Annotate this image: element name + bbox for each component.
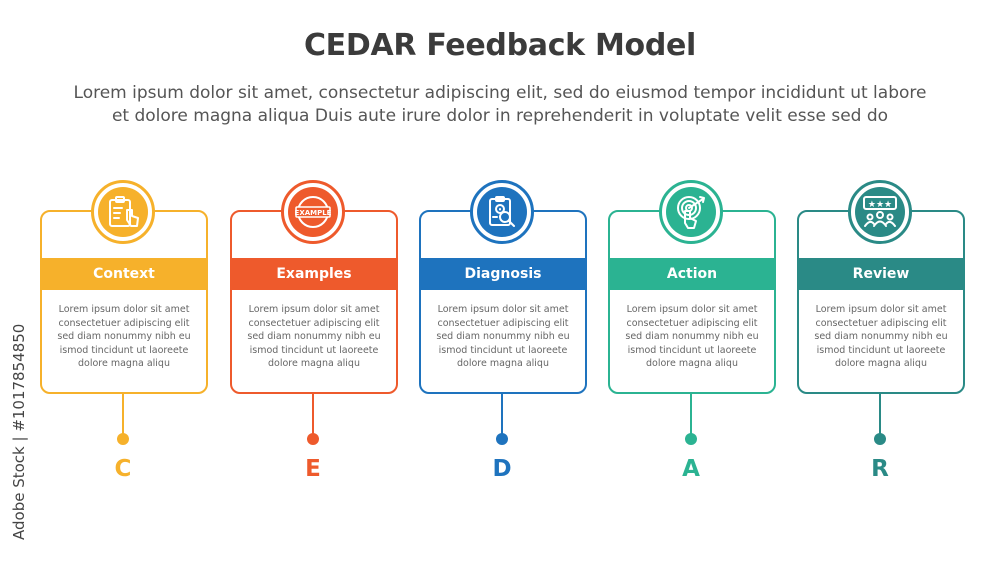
subtitle-line-1: Lorem ipsum dolor sit amet, consectetur … [73, 83, 927, 103]
step-body-line: Lorem ipsum dolor sit amet [626, 304, 758, 315]
step-card: Diagnosis Lorem ipsum dolor sit amet cons… [419, 210, 587, 394]
step-body: Lorem ipsum dolor sit amet consectetuer a… [48, 303, 200, 371]
step-letter: C [114, 456, 132, 482]
step-body-line: consectetuer adipiscing elit [815, 317, 947, 329]
page-title: CEDAR Feedback Model [303, 28, 697, 63]
step-title: Review [852, 266, 910, 282]
step-title: Context [93, 266, 155, 282]
step-body-line: ismod tincidunt ut laoreete [438, 344, 568, 356]
step-title: Action [666, 266, 718, 282]
step-body-line: dolore magna aliqu [835, 358, 927, 369]
connector-dot [496, 433, 508, 445]
step-body-line: dolore magna aliqu [457, 358, 549, 369]
connector-dot [685, 433, 697, 445]
step-icon-badge [470, 180, 534, 244]
step-body-line: sed diam nonummy nibh eu [625, 331, 759, 342]
step-letter: A [682, 456, 700, 482]
step-body-line: consectetuer adipiscing elit [437, 317, 569, 329]
step-title-band: Diagnosis [419, 258, 587, 290]
document-magnifier-icon [477, 187, 527, 237]
connector-dot [307, 433, 319, 445]
step-letter: D [492, 456, 512, 482]
step-body: Lorem ipsum dolor sit amet consectetuer a… [805, 303, 957, 371]
step-body-line: Lorem ipsum dolor sit amet [248, 304, 380, 315]
step-body-line: ismod tincidunt ut laoreete [816, 344, 946, 356]
connector-line [690, 392, 692, 434]
step-context: Context Lorem ipsum dolor sit amet consec… [40, 180, 208, 490]
page-subtitle: Lorem ipsum dolor sit amet, consectetur … [40, 82, 960, 128]
example-stamp-icon: EXAMPLE [288, 187, 338, 237]
step-title: Examples [276, 266, 352, 282]
step-title-band: Review [797, 258, 965, 290]
step-body-line: dolore magna aliqu [646, 358, 738, 369]
step-body-line: sed diam nonummy nibh eu [814, 331, 948, 342]
clipboard-hand-icon [98, 187, 148, 237]
step-body-line: dolore magna aliqu [268, 358, 360, 369]
step-body: Lorem ipsum dolor sit amet consectetuer a… [238, 303, 390, 371]
step-review: Review Lorem ipsum dolor sit amet consect… [797, 180, 965, 490]
step-title-band: Context [40, 258, 208, 290]
step-body-line: dolore magna aliqu [78, 358, 170, 369]
subtitle-line-2: et dolore magna aliqua Duis aute irure d… [111, 106, 889, 126]
step-icon-badge [659, 180, 723, 244]
svg-text:★★★: ★★★ [868, 200, 892, 210]
rating-people-icon: ★★★ [855, 187, 905, 237]
connector-dot [874, 433, 886, 445]
stock-watermark: Adobe Stock | #1017854850 [10, 323, 28, 540]
connector-line [122, 392, 124, 434]
example-stamp-text: EXAMPLE [295, 209, 332, 217]
step-letter: E [305, 456, 321, 482]
step-body-line: ismod tincidunt ut laoreete [627, 344, 757, 356]
step-icon-badge: ★★★ [848, 180, 912, 244]
step-title: Diagnosis [464, 266, 542, 282]
step-body-line: Lorem ipsum dolor sit amet [58, 304, 190, 315]
step-diagnosis: Diagnosis Lorem ipsum dolor sit amet cons… [419, 180, 587, 490]
connector-line [501, 392, 503, 434]
step-body-line: Lorem ipsum dolor sit amet [815, 304, 947, 315]
step-body-line: consectetuer adipiscing elit [626, 317, 758, 329]
step-body-line: ismod tincidunt ut laoreete [59, 344, 189, 356]
connector-line [312, 392, 314, 434]
step-action: Action Lorem ipsum dolor sit amet consect… [608, 180, 776, 490]
connector-line [879, 392, 881, 434]
connector-dot [117, 433, 129, 445]
step-letter: R [871, 456, 889, 482]
target-hand-icon [666, 187, 716, 237]
step-body-line: Lorem ipsum dolor sit amet [437, 304, 569, 315]
step-body-line: sed diam nonummy nibh eu [247, 331, 381, 342]
step-body-line: consectetuer adipiscing elit [58, 317, 190, 329]
step-body-line: ismod tincidunt ut laoreete [249, 344, 379, 356]
step-body-line: consectetuer adipiscing elit [248, 317, 380, 329]
step-body: Lorem ipsum dolor sit amet consectetuer a… [616, 303, 768, 371]
step-title-band: Examples [230, 258, 398, 290]
step-icon-badge: EXAMPLE [281, 180, 345, 244]
step-title-band: Action [608, 258, 776, 290]
step-body-line: sed diam nonummy nibh eu [436, 331, 570, 342]
step-body-line: sed diam nonummy nibh eu [57, 331, 191, 342]
step-icon-badge [91, 180, 155, 244]
step-body: Lorem ipsum dolor sit amet consectetuer a… [427, 303, 579, 371]
step-examples: Examples Lorem ipsum dolor sit amet conse… [230, 180, 398, 490]
